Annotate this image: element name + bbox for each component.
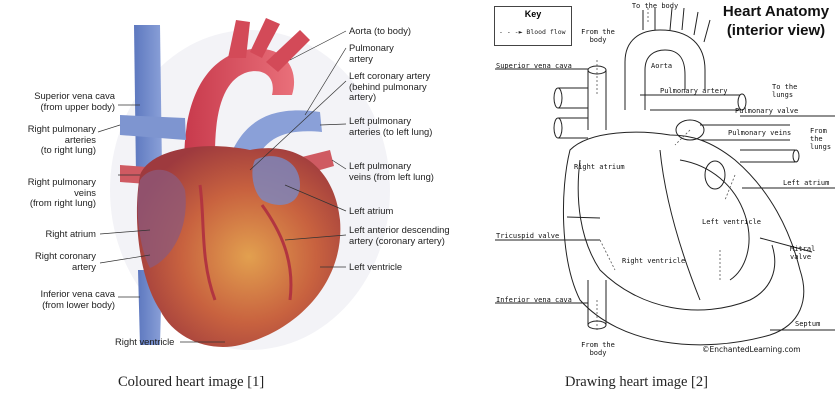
- title-line-2: (interior view): [712, 21, 840, 40]
- label-pulmonary-valve: Pulmonary valve: [735, 107, 798, 115]
- left-atrium-valve-shape: [705, 161, 725, 189]
- legend-blood-flow: - - -► Blood flow: [499, 28, 566, 36]
- legend-blood-flow-label: Blood flow: [526, 28, 565, 36]
- label-right-atrium-drawing: Right atrium: [574, 163, 625, 171]
- legend-key: Key - - -► Blood flow: [494, 6, 572, 46]
- leader-tricuspid: [567, 217, 600, 218]
- label-aorta-drawing: Aorta: [651, 62, 672, 70]
- legend-key-title: Key: [495, 9, 571, 19]
- dashed-arrow-icon: - - -►: [499, 28, 522, 36]
- inferior-vena-cava-outline: [588, 280, 606, 325]
- aorta-inner-outline: [645, 50, 685, 110]
- label-septum: Septum: [795, 320, 820, 328]
- pulmonary-artery-outline: [640, 95, 740, 110]
- septum-line: [660, 150, 700, 300]
- label-from-the-body-bottom: From the body: [578, 341, 618, 357]
- copyright-notice: ©EnchantedLearning.com: [702, 345, 801, 354]
- label-mitral-valve: Mitral valve: [790, 245, 840, 261]
- label-superior-vena-cava-drawing: Superior vena cava: [496, 62, 572, 70]
- label-from-the-body-top: From the body: [578, 28, 618, 44]
- label-tricuspid-valve: Tricuspid valve: [496, 232, 559, 240]
- label-inferior-vena-cava-drawing: Inferior vena cava: [496, 296, 572, 304]
- label-to-the-lungs: To the lungs: [772, 83, 797, 99]
- title-line-1: Heart Anatomy: [723, 3, 829, 20]
- aorta-branches: [643, 8, 710, 42]
- caption-drawing-heart: Drawing heart image [2]: [565, 374, 708, 391]
- aorta-outline: [625, 30, 705, 110]
- pulmonary-veins-lower: [740, 150, 795, 162]
- label-left-ventricle-drawing: Left ventricle: [702, 218, 761, 226]
- label-to-the-body: To the body: [625, 2, 685, 10]
- superior-vena-cava-outline: [588, 70, 606, 130]
- label-pulmonary-veins: Pulmonary veins: [728, 129, 791, 137]
- label-from-the-lungs: From the lungs: [810, 127, 831, 151]
- label-left-atrium-drawing: Left atrium: [783, 179, 829, 187]
- label-pulmonary-artery-drawing: Pulmonary artery: [660, 87, 727, 95]
- heart-line-drawing: [0, 0, 840, 370]
- ventricle-inner-wall: [578, 160, 775, 310]
- label-right-ventricle-drawing: Right ventricle: [622, 257, 685, 265]
- diagram-title: Heart Anatomy (interior view): [712, 2, 840, 40]
- caption-coloured-heart: Coloured heart image [1]: [118, 374, 264, 391]
